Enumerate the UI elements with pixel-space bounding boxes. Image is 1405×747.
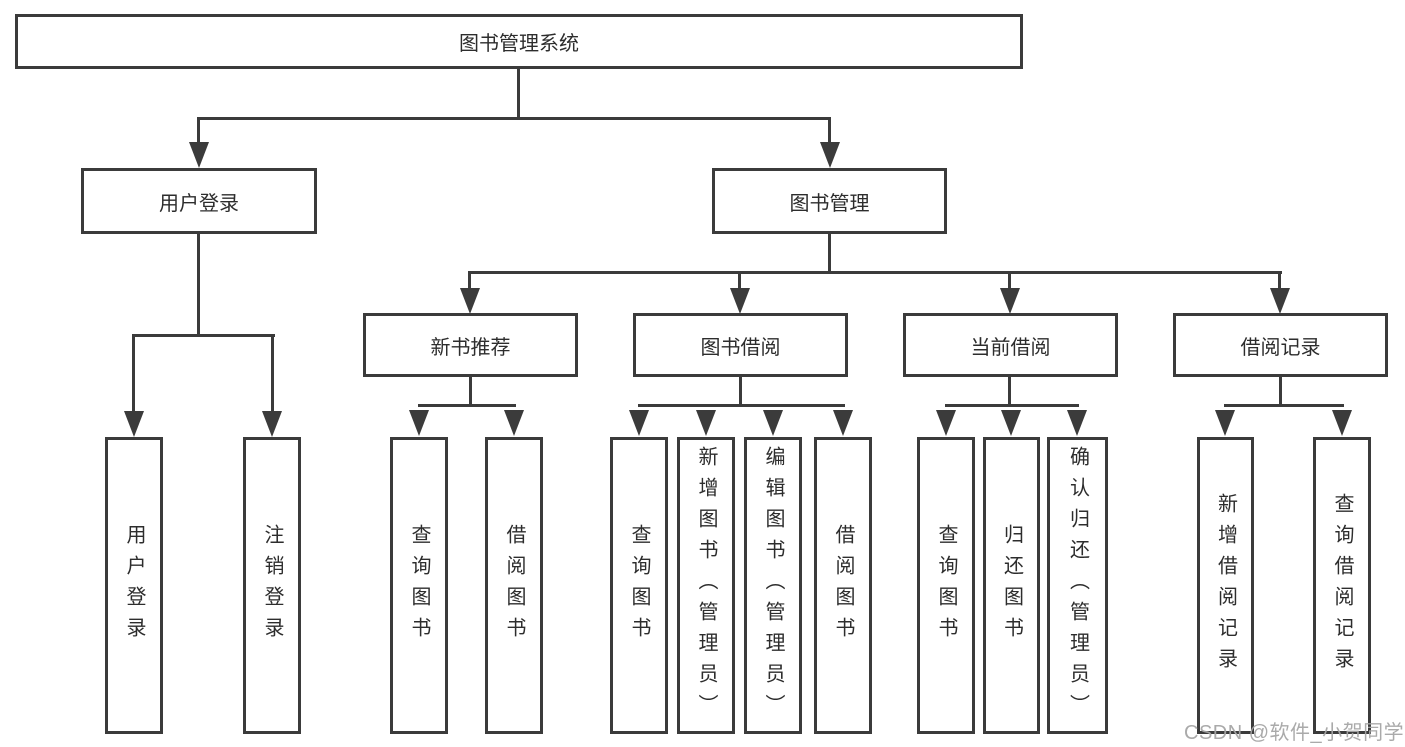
leaf-label: 编辑图书（管理员） xyxy=(762,446,784,725)
node-label: 图书管理系统 xyxy=(459,33,579,55)
connector-stem-borrowing xyxy=(738,274,741,289)
leaf-query-borrow-record: 查询借阅记录 xyxy=(1313,437,1371,734)
node-label: 图书管理 xyxy=(789,192,870,215)
arrowhead-borrow-books-1 xyxy=(504,410,524,436)
leaf-label: 借阅图书 xyxy=(503,523,525,648)
watermark-text: CSDN @软件_小贺同学 xyxy=(1184,722,1405,744)
leaf-label: 查询借阅记录 xyxy=(1331,492,1353,679)
connector-new-books-branch xyxy=(418,404,516,407)
connector-stem-leaf-logout xyxy=(271,337,274,413)
connector-root-stem xyxy=(517,69,520,117)
node-book-management: 图书管理 xyxy=(712,168,947,234)
connector-current-stem xyxy=(1008,377,1011,405)
connector-root-branch xyxy=(197,117,831,120)
connector-current-branch xyxy=(945,404,1079,407)
connector-user-login-branch xyxy=(132,334,275,337)
leaf-label: 确认归还（管理员） xyxy=(1066,446,1089,725)
leaf-label: 借阅图书 xyxy=(832,523,854,648)
node-library-management-system: 图书管理系统 xyxy=(15,14,1023,69)
connector-stem-book-mgmt xyxy=(828,120,831,145)
leaf-label: 新增借阅记录 xyxy=(1214,492,1237,679)
node-new-book-recommend: 新书推荐 xyxy=(363,313,578,377)
leaf-edit-book-admin: 编辑图书（管理员） xyxy=(744,437,802,734)
arrowhead-add-book xyxy=(696,410,716,436)
leaf-label: 注销登录 xyxy=(261,523,283,648)
connector-borrowing-branch xyxy=(638,404,845,407)
leaf-label: 新增图书（管理员） xyxy=(695,446,717,725)
node-book-borrowing: 图书借阅 xyxy=(633,313,848,377)
arrowhead-borrow-books-2 xyxy=(833,410,853,436)
leaf-user-login: 用户登录 xyxy=(105,437,163,734)
leaf-add-book-admin: 新增图书（管理员） xyxy=(677,437,735,734)
connector-book-mgmt-branch xyxy=(468,271,1282,274)
leaf-query-books-2: 查询图书 xyxy=(610,437,668,734)
arrowhead-book-mgmt xyxy=(820,142,840,168)
node-label: 用户登录 xyxy=(159,192,239,215)
arrowhead-user-login xyxy=(189,142,209,168)
leaf-label: 查询图书 xyxy=(935,523,957,648)
connector-records-branch xyxy=(1224,404,1344,407)
leaf-query-books-1: 查询图书 xyxy=(390,437,448,734)
leaf-borrow-books-1: 借阅图书 xyxy=(485,437,543,734)
leaf-return-books: 归还图书 xyxy=(983,437,1040,734)
arrowhead-records xyxy=(1270,288,1290,314)
connector-stem-records xyxy=(1278,274,1281,289)
leaf-confirm-return-admin: 确认归还（管理员） xyxy=(1047,437,1108,734)
connector-user-login-stem xyxy=(197,234,200,337)
arrowhead-add-record xyxy=(1215,410,1235,436)
arrowhead-query-record xyxy=(1332,410,1352,436)
connector-records-stem xyxy=(1279,377,1282,405)
node-borrowing-records: 借阅记录 xyxy=(1173,313,1388,377)
node-label: 借阅记录 xyxy=(1240,336,1321,359)
leaf-borrow-books-2: 借阅图书 xyxy=(814,437,872,734)
node-user-login: 用户登录 xyxy=(81,168,317,234)
leaf-label: 查询图书 xyxy=(628,523,650,648)
connector-stem-current xyxy=(1008,274,1011,289)
leaf-query-books-3: 查询图书 xyxy=(917,437,975,734)
arrowhead-current xyxy=(1000,288,1020,314)
leaf-label: 归还图书 xyxy=(1000,523,1023,648)
leaf-logout: 注销登录 xyxy=(243,437,301,734)
connector-book-mgmt-stem xyxy=(828,234,831,273)
node-label: 当前借阅 xyxy=(970,336,1051,359)
arrowhead-confirm-return xyxy=(1067,410,1087,436)
connector-borrowing-stem xyxy=(739,377,742,405)
connector-stem-user-login xyxy=(197,120,200,145)
arrowhead-query-books-3 xyxy=(936,410,956,436)
arrowhead-leaf-login xyxy=(124,411,144,437)
connector-new-books-stem xyxy=(469,377,472,405)
leaf-label: 用户登录 xyxy=(123,523,145,648)
arrowhead-edit-book xyxy=(763,410,783,436)
arrowhead-query-books-1 xyxy=(409,410,429,436)
arrowhead-new-books xyxy=(460,288,480,314)
leaf-add-borrow-record: 新增借阅记录 xyxy=(1197,437,1254,734)
node-label: 新书推荐 xyxy=(430,336,511,359)
leaf-label: 查询图书 xyxy=(408,523,430,648)
arrowhead-borrowing xyxy=(730,288,750,314)
node-label: 图书借阅 xyxy=(700,336,781,359)
arrowhead-leaf-logout xyxy=(262,411,282,437)
arrowhead-query-books-2 xyxy=(629,410,649,436)
arrowhead-return-books xyxy=(1001,410,1021,436)
connector-stem-new-books xyxy=(468,274,471,289)
connector-stem-leaf-login xyxy=(132,337,135,413)
node-current-borrowing: 当前借阅 xyxy=(903,313,1118,377)
